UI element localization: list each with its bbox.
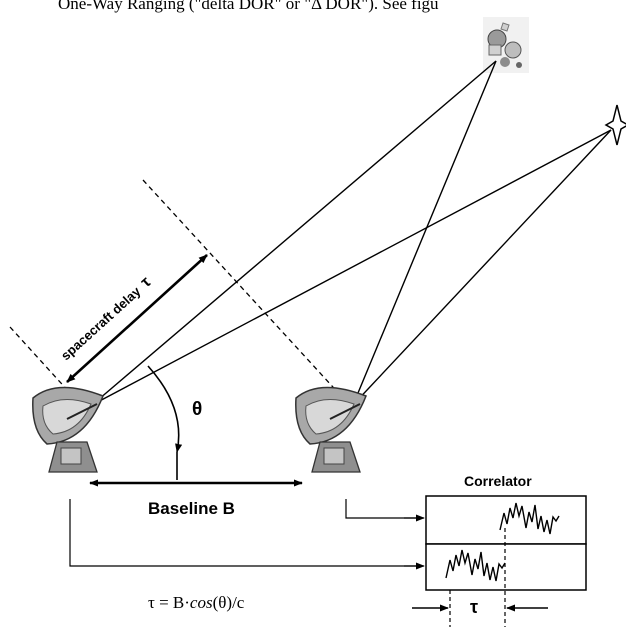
signal-lines [91, 60, 612, 406]
quasar-star-icon [604, 104, 626, 146]
theta-label: θ [192, 399, 202, 420]
tau-delay-label: τ [470, 597, 478, 617]
tau-measurement [412, 528, 548, 627]
spacecraft-icon [483, 17, 529, 73]
theta-angle-arc [147, 365, 183, 453]
correlator-box [425, 495, 587, 591]
spacecraft-delay-tau: τ [138, 274, 155, 291]
spacecraft-delay-arrow [66, 254, 208, 383]
svg-text:spacecraft delay τ: spacecraft delay τ [57, 274, 154, 364]
left-antenna-icon [32, 386, 104, 473]
top-caption-text: One-Way Ranging ("delta DOR" or "Δ DOR")… [58, 0, 439, 13]
formula-cos: cos [190, 593, 213, 612]
delay-formula: τ = B·cos(θ)/c [148, 593, 245, 612]
right-antenna-icon [295, 386, 367, 473]
formula-suffix: /c [232, 593, 245, 612]
bottom-waveform [445, 549, 506, 582]
correlator-label: Correlator [464, 473, 532, 489]
spacecraft-delay-label: spacecraft delay τ [57, 274, 154, 364]
routing-lines [69, 499, 420, 567]
wavefront-lines [9, 179, 344, 416]
top-waveform [499, 502, 560, 535]
formula-arg: (θ) [213, 593, 232, 612]
baseline-label: Baseline B [148, 499, 235, 518]
formula-prefix: τ = B· [148, 593, 190, 612]
